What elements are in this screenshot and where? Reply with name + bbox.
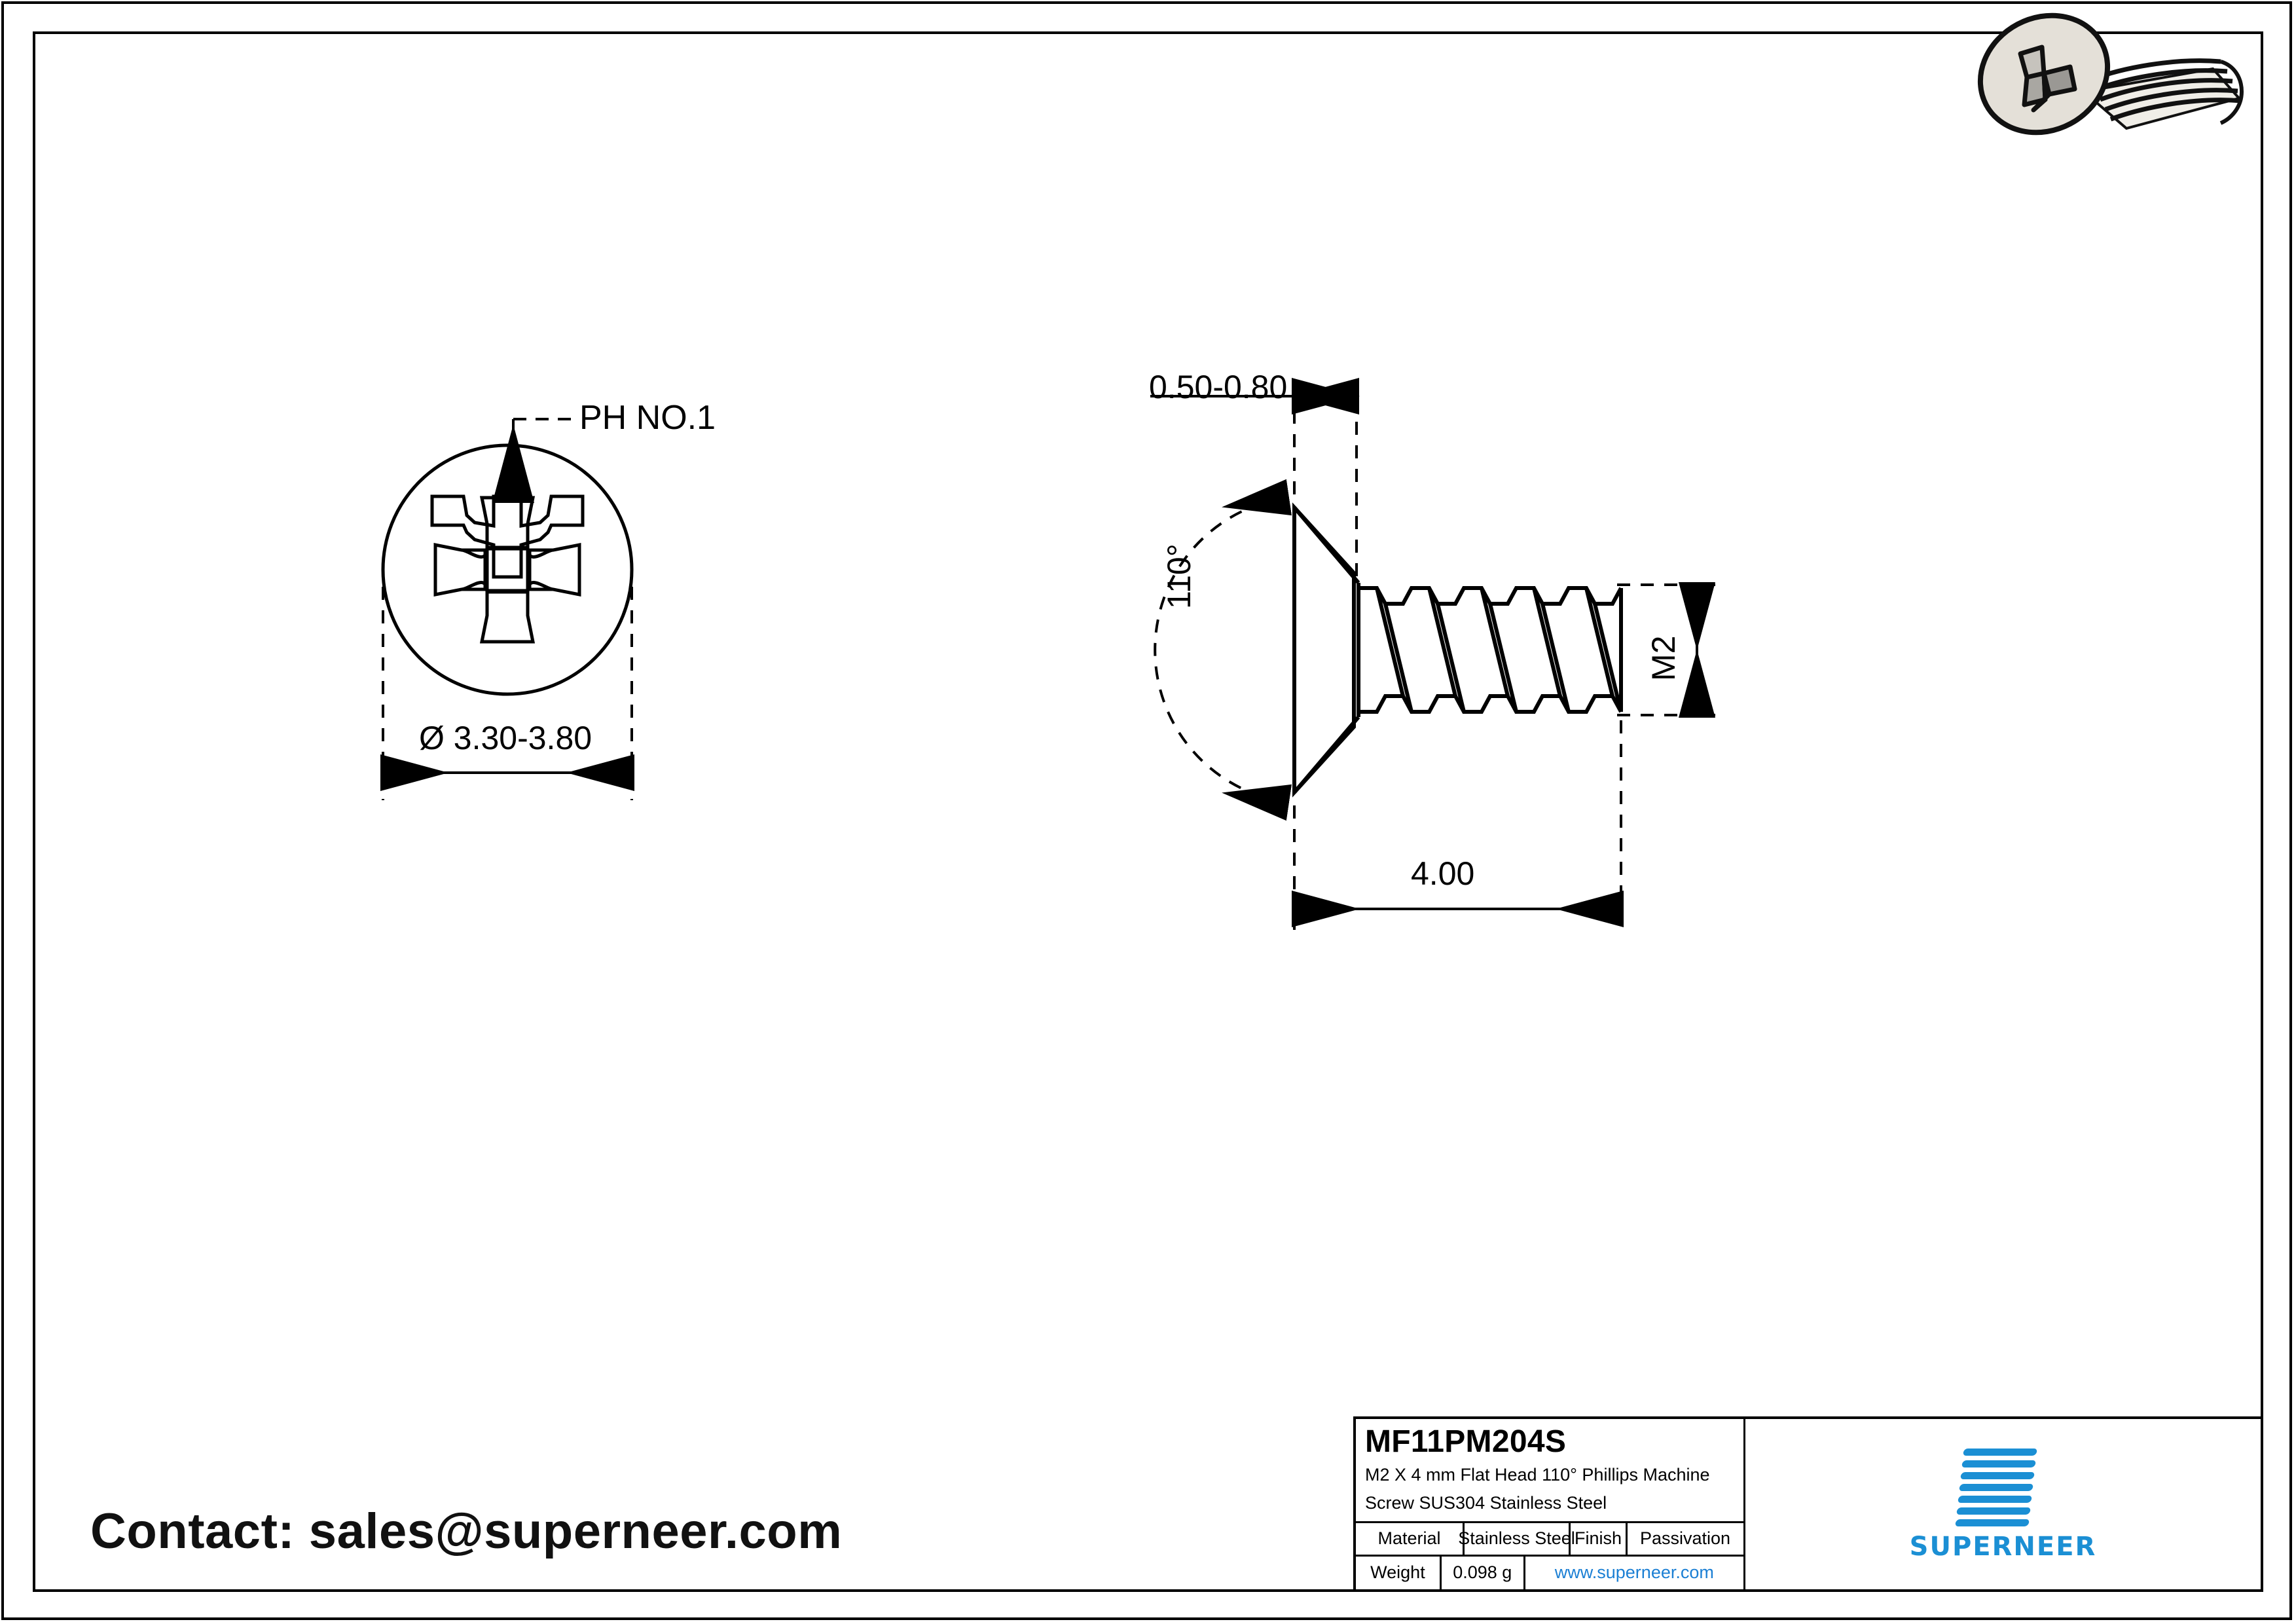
screw-3d-render-group [1977, 12, 2244, 136]
title-block: MF11PM204S M2 X 4 mm Flat Head 110° Phil… [1353, 1416, 2263, 1592]
ph-callout-leader [492, 418, 571, 503]
head-thickness-dimension-label: 0.50-0.80 [1149, 369, 1288, 405]
diameter-dimension-group [380, 587, 634, 800]
weight-value: 0.098 g [1442, 1556, 1525, 1589]
length-dimension-label: 4.00 [1411, 855, 1475, 892]
brand-name: SUPERNEER [1909, 1531, 2097, 1562]
description-line-1: M2 X 4 mm Flat Head 110° Phillips Machin… [1365, 1464, 1710, 1485]
phillips-cross-detail [433, 496, 581, 644]
render-phillips-recess [2018, 45, 2077, 113]
title-block-row-weight: Weight 0.098 g www.superneer.com [1356, 1556, 1743, 1589]
phillips-recess-shape [430, 494, 585, 579]
countersunk-head-profile [1292, 502, 1356, 798]
finish-label: Finish [1571, 1523, 1628, 1555]
material-value: Stainless Steel [1458, 1523, 1575, 1555]
title-block-left: MF11PM204S M2 X 4 mm Flat Head 110° Phil… [1356, 1419, 1745, 1589]
material-label: Material [1356, 1523, 1465, 1555]
head-outline-circle [381, 443, 634, 696]
head-angle-dimension-group [1154, 479, 1292, 821]
thread-profile [1358, 586, 1623, 714]
sheet-inner-frame [33, 31, 2263, 1592]
thread-diameter-dimension-group [1617, 582, 1715, 718]
ph-callout-label: PH NO.1 [579, 399, 716, 437]
diameter-dimension-label: Ø 3.30-3.80 [419, 720, 592, 756]
head-taper-bottom [1292, 716, 1360, 794]
title-block-description: MF11PM204S M2 X 4 mm Flat Head 110° Phil… [1356, 1419, 1743, 1524]
thread-diameter-dimension-label: M2 [1645, 635, 1682, 681]
brand-logo-cell: SUPERNEER [1745, 1419, 2261, 1589]
head-taper-top [1292, 506, 1360, 584]
side-view-group [1150, 378, 1715, 930]
part-number: MF11PM204S [1365, 1424, 1567, 1459]
top-view-group [380, 418, 634, 800]
title-block-row-material: Material Stainless Steel Finish Passivat… [1356, 1523, 1743, 1557]
finish-value: Passivation [1639, 1528, 1731, 1549]
superneer-mark-icon [1954, 1447, 2052, 1529]
contact-email-text: Contact: sales@superneer.com [90, 1504, 843, 1559]
weight-label: Weight [1356, 1556, 1442, 1589]
website-link[interactable]: www.superneer.com [1554, 1562, 1714, 1583]
length-dimension-group [1292, 720, 1624, 930]
head-angle-dimension-label: 110° [1161, 544, 1197, 609]
head-thickness-dimension-group [1150, 378, 1360, 576]
description-line-2: Screw SUS304 Stainless Steel [1365, 1492, 1607, 1513]
render-thread-body [2081, 58, 2244, 130]
